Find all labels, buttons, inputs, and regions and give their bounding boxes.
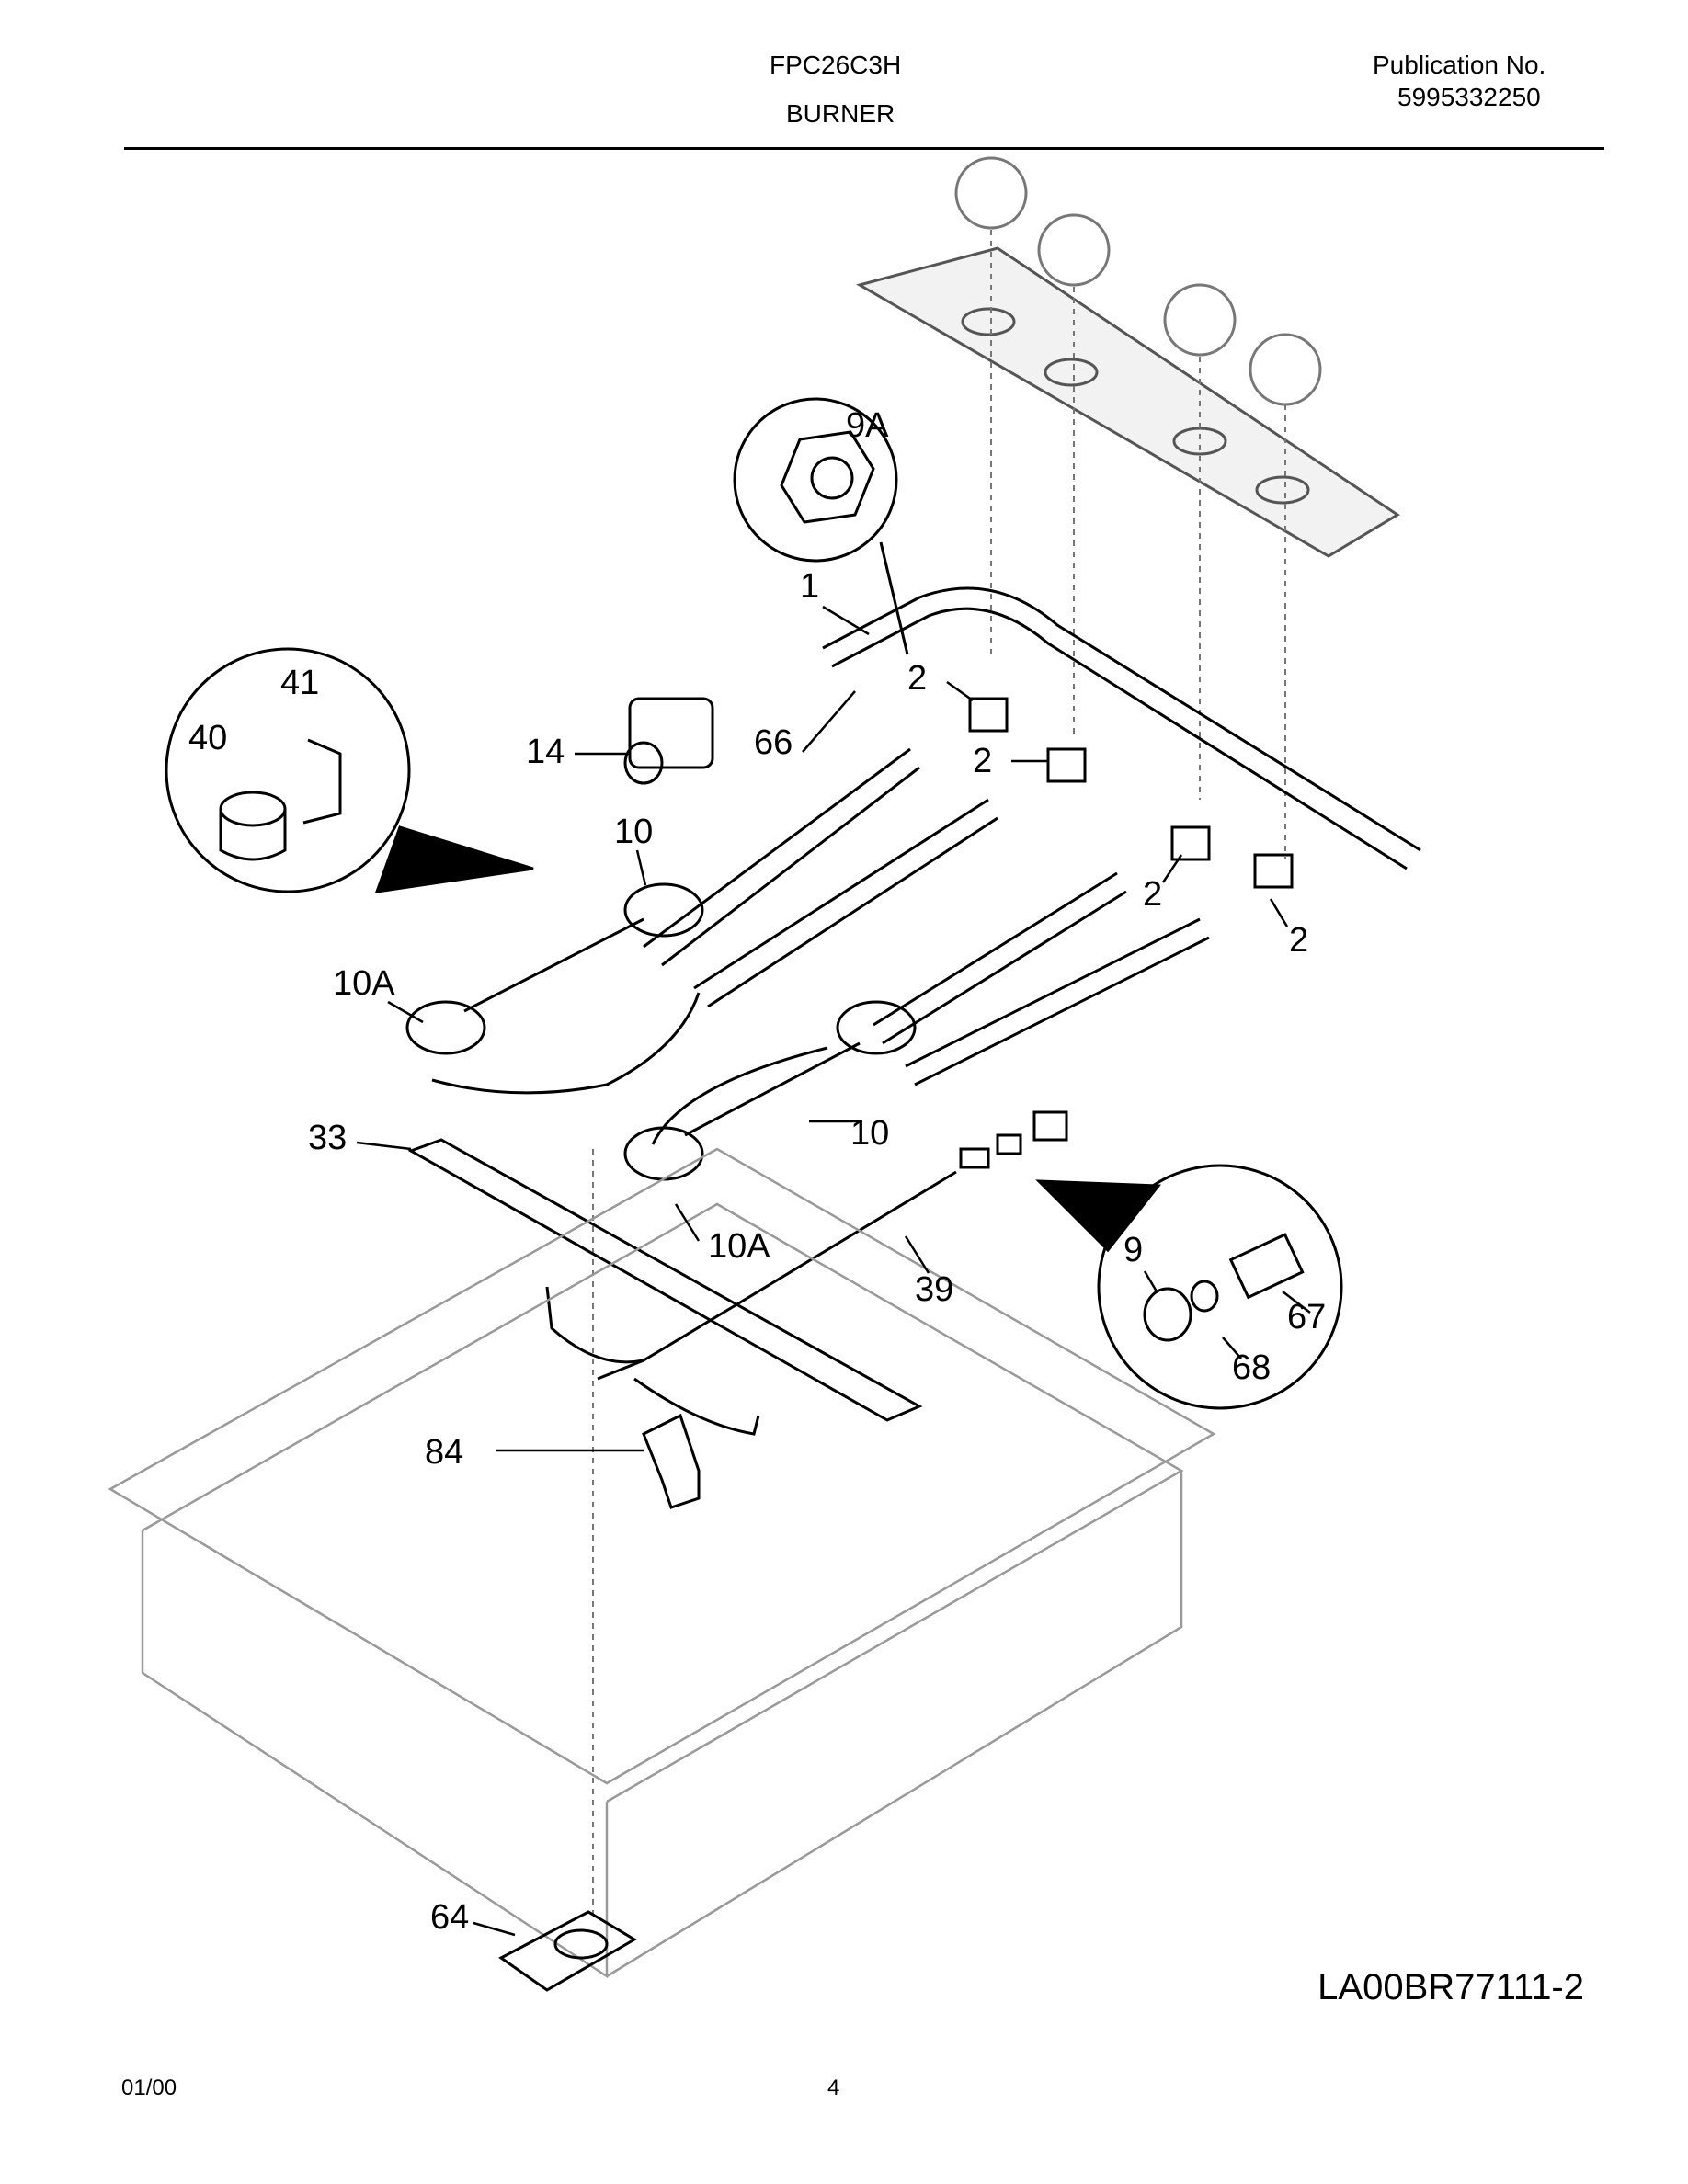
- detail-circle-9-67-68: [1097, 1164, 1343, 1410]
- control-panel: [856, 246, 1400, 558]
- callout-66: 66: [754, 723, 793, 762]
- callout-2-fourth: 2: [1289, 921, 1308, 960]
- publication-label: Publication No.: [1373, 51, 1546, 79]
- callout-40: 40: [188, 719, 227, 757]
- burner-heads: [405, 882, 917, 1181]
- leader-lines: [356, 605, 1311, 1937]
- detail-circle-9a: [733, 397, 898, 563]
- publication-number: 5995332250: [1397, 83, 1541, 111]
- callout-67: 67: [1287, 1298, 1326, 1337]
- igniter-bar: [407, 1138, 923, 1422]
- callout-39: 39: [915, 1270, 953, 1309]
- callout-2-second: 2: [973, 742, 992, 780]
- manifold-pipe: [822, 586, 1421, 870]
- diagram-code: LA00BR77111-2: [1317, 1967, 1584, 2008]
- bracket-41-icon: [302, 738, 342, 825]
- model-number: FPC26C3H: [770, 51, 902, 79]
- callout-9: 9: [1123, 1231, 1143, 1269]
- callout-10a-upper: 10A: [333, 964, 395, 1003]
- burner-tubes: [431, 747, 1210, 1145]
- clip-40-icon: [219, 791, 287, 827]
- footer-page: 4: [827, 2076, 840, 2100]
- callout-1: 1: [800, 567, 819, 606]
- igniter-wire: [597, 1170, 957, 1381]
- footer-date: 01/00: [121, 2076, 177, 2100]
- gasket-64-icon: [498, 1910, 637, 1992]
- callout-10a-lower: 10A: [708, 1227, 770, 1266]
- detail-circle-40-41: [165, 647, 411, 893]
- callout-84: 84: [425, 1433, 463, 1472]
- fitting-67-icon: [1228, 1233, 1305, 1300]
- cooktop-pan: [108, 1147, 1216, 1979]
- callout-2-third: 2: [1143, 875, 1162, 914]
- fitting-icons: [959, 1110, 1068, 1169]
- regulator-icon: [628, 697, 714, 769]
- nut-9-icon: [1143, 1287, 1192, 1342]
- callout-64: 64: [430, 1898, 469, 1937]
- callout-41: 41: [280, 664, 319, 702]
- callout-33: 33: [308, 1119, 347, 1157]
- section-title: BURNER: [786, 99, 895, 128]
- ferrule-68-icon: [1190, 1280, 1219, 1313]
- callout-10-upper: 10: [614, 813, 653, 851]
- callout-10-lower: 10: [850, 1114, 889, 1153]
- callout-14: 14: [526, 733, 565, 771]
- callout-68: 68: [1232, 1348, 1271, 1387]
- bracket-84-icon: [642, 1413, 701, 1509]
- callout-2-first: 2: [907, 659, 927, 698]
- hex-nut-icon: [780, 430, 875, 524]
- callout-9a: 9A: [846, 406, 889, 445]
- header-rule: [124, 147, 1604, 150]
- valve-icons: [968, 697, 1294, 889]
